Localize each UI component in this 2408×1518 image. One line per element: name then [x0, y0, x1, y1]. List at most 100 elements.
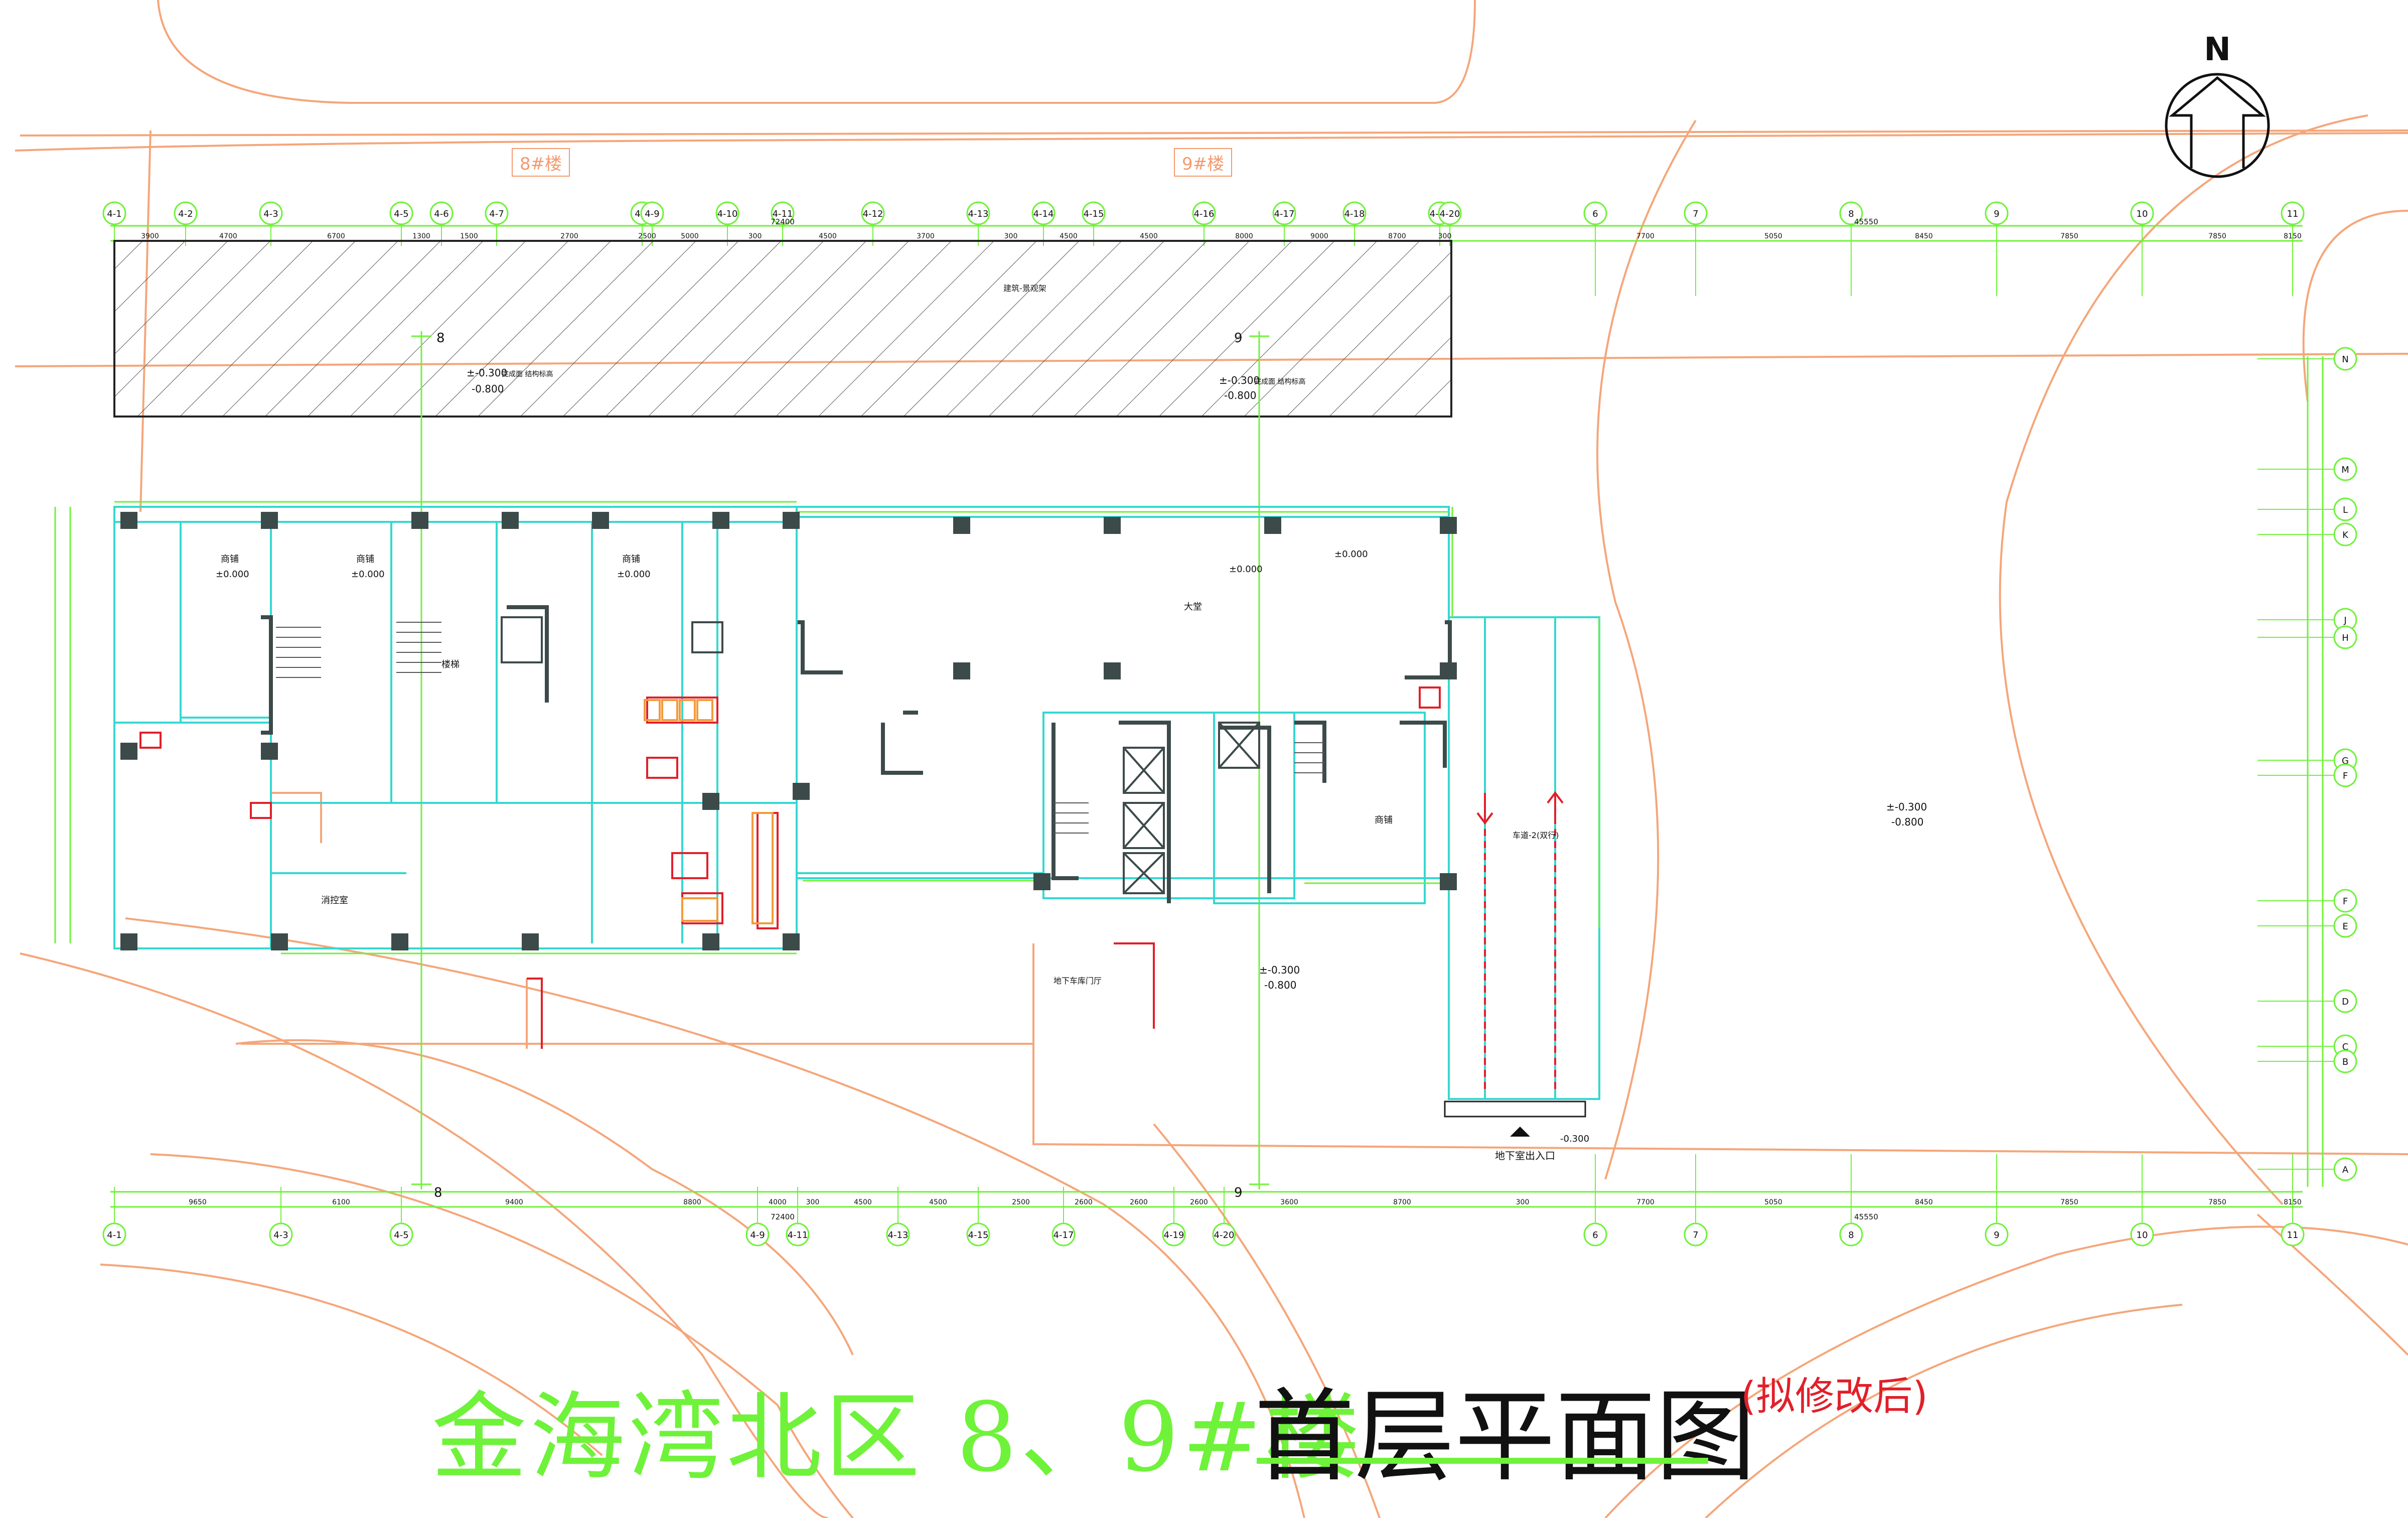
svg-text:8: 8	[1848, 209, 1854, 219]
svg-text:9: 9	[1994, 209, 1999, 219]
axis-bubble-right-F-7: F	[2333, 763, 2357, 787]
dim-top-12: 4500	[1060, 232, 1078, 240]
column-1	[261, 512, 278, 529]
svg-text:F: F	[2343, 896, 2348, 907]
axis-bubble-top-10: 10	[2130, 201, 2154, 225]
svg-text:B: B	[2342, 1057, 2348, 1067]
column-18	[783, 933, 800, 950]
dim-bottom-8: 2500	[1012, 1198, 1030, 1206]
elev-lower-mid-1: ±-0.300	[1259, 964, 1300, 976]
dim-top-19: 5050	[1764, 232, 1782, 240]
svg-text:8: 8	[1848, 1230, 1854, 1240]
fire-equipment-marks	[139, 686, 1556, 1094]
axis-bubble-top-4-7: 4-7	[485, 201, 509, 225]
axis-bubble-top-4-5: 4-5	[389, 201, 413, 225]
axis-bubble-bottom-4-5: 4-5	[389, 1222, 413, 1247]
room-stair: 楼梯	[441, 659, 460, 670]
dim-top-11: 300	[1004, 232, 1018, 240]
room-shop-2: 商铺	[356, 554, 374, 565]
svg-text:4-5: 4-5	[394, 1230, 408, 1240]
dim-top-15: 9000	[1310, 232, 1328, 240]
svg-text:4-10: 4-10	[717, 209, 738, 219]
ground-lift-label: 地下车库门厅	[1054, 976, 1102, 986]
svg-text:4-6: 4-6	[434, 209, 448, 219]
axis-bubble-top-4-17: 4-17	[1272, 201, 1296, 225]
axis-bubble-right-K-3: K	[2333, 522, 2357, 546]
room-elev-3: ±0.000	[617, 569, 651, 580]
column-19	[953, 662, 970, 679]
svg-text:J: J	[2343, 615, 2346, 626]
svg-text:4-12: 4-12	[863, 209, 883, 219]
structural-columns	[120, 512, 1457, 950]
column-8	[1104, 517, 1121, 534]
canopy-note-1: 完成面 结构标高	[502, 370, 553, 378]
elev-upper-mid-1: ±-0.300	[1219, 374, 1260, 386]
elev-right-1: ±-0.300	[1886, 801, 1927, 813]
svg-text:L: L	[2343, 505, 2348, 515]
dim-top-0: 3900	[141, 232, 159, 240]
room-shop-3: 商铺	[622, 554, 640, 565]
svg-text:4-1: 4-1	[107, 1230, 121, 1240]
column-25	[702, 793, 719, 810]
column-15	[391, 933, 408, 950]
window-marks	[114, 501, 1600, 954]
axis-bubble-right-L-2: L	[2333, 497, 2357, 521]
column-17	[702, 933, 719, 950]
column-14	[271, 933, 288, 950]
column-4	[592, 512, 609, 529]
site-boundary-lines	[15, 0, 2408, 1518]
axis-bubble-top-4-6: 4-6	[429, 201, 454, 225]
svg-text:4-17: 4-17	[1054, 1230, 1074, 1240]
svg-text:M: M	[2341, 465, 2349, 475]
axis-bubble-bottom-4-15: 4-15	[966, 1222, 990, 1247]
svg-text:7: 7	[1693, 1230, 1698, 1240]
svg-text:D: D	[2342, 997, 2349, 1007]
dim-top-5: 2700	[560, 232, 578, 240]
drawing-subtitle: 首层平面图	[1254, 1378, 1756, 1495]
dim-top-7: 5000	[681, 232, 699, 240]
svg-text:4-11: 4-11	[773, 209, 793, 219]
svg-text:4-13: 4-13	[968, 209, 989, 219]
elev-upper-left-2: -0.800	[472, 383, 504, 395]
svg-text:4-17: 4-17	[1274, 209, 1295, 219]
dim-bottom-5: 300	[806, 1198, 820, 1206]
column-10	[1440, 517, 1457, 534]
axis-bubble-top-4-15: 4-15	[1082, 201, 1106, 225]
dim-bottom-6: 4500	[854, 1198, 872, 1206]
svg-text:N: N	[2342, 354, 2348, 365]
axis-9-bottom: 9	[1234, 1185, 1243, 1200]
dim-bottom-2: 9400	[505, 1198, 523, 1206]
svg-text:4-3: 4-3	[263, 209, 278, 219]
svg-text:4-19: 4-19	[1164, 1230, 1184, 1240]
column-5	[712, 512, 729, 529]
dim-bottom-total-left: 72400	[771, 1212, 795, 1221]
top-axis-bubbles: 4-14-24-34-54-64-74-84-94-104-114-124-13…	[102, 201, 2305, 225]
dim-bottom-15: 7700	[1636, 1198, 1654, 1206]
axis-bubble-bottom-4-17: 4-17	[1051, 1222, 1076, 1247]
room-shop-4: 商铺	[1375, 815, 1393, 825]
axis-bubble-right-H-5: H	[2333, 625, 2357, 649]
dim-bottom-0: 9650	[189, 1198, 207, 1206]
axis-bubble-bottom-4-13: 4-13	[886, 1222, 910, 1247]
dim-bottom-10: 2600	[1130, 1198, 1148, 1206]
column-20	[1104, 662, 1121, 679]
column-16	[522, 933, 539, 950]
dim-top-13: 4500	[1140, 232, 1158, 240]
svg-text:9: 9	[1994, 1230, 1999, 1240]
axis-bubble-right-F-8: F	[2333, 889, 2357, 913]
svg-text:10: 10	[2137, 1230, 2148, 1240]
elevation-marks: ±-0.300 -0.800 ±-0.300 -0.800 ±-0.300 -0…	[467, 367, 1927, 991]
dim-top-1: 4700	[219, 232, 237, 240]
axis-bubble-bottom-8: 8	[1839, 1222, 1863, 1247]
basement-entry-label: 地下室出入口	[1495, 1150, 1555, 1162]
dim-bottom-17: 8450	[1915, 1198, 1933, 1206]
column-3	[502, 512, 519, 529]
dim-bottom-11: 2600	[1190, 1198, 1208, 1206]
dim-bottom-13: 8700	[1393, 1198, 1411, 1206]
svg-text:4-3: 4-3	[273, 1230, 288, 1240]
ramp-label: 车道-2(双行)	[1513, 831, 1559, 840]
